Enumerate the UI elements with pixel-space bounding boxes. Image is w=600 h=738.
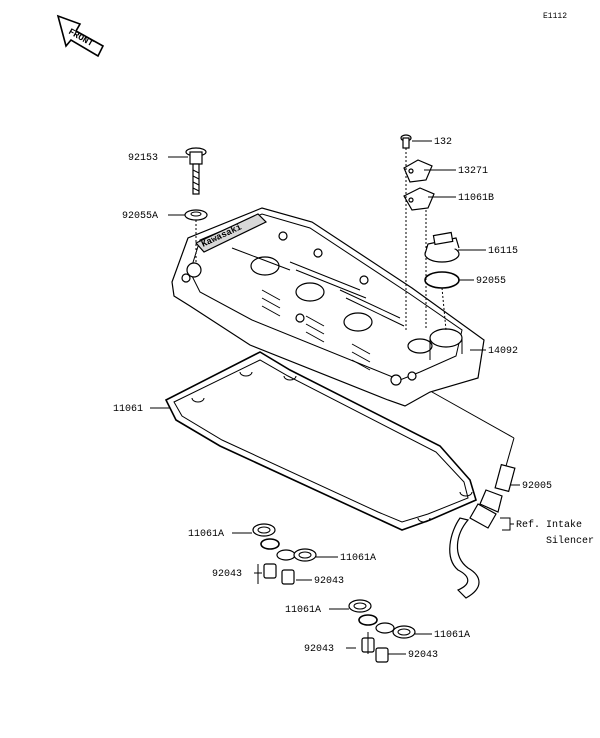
label-92043-1: 92043 xyxy=(212,569,242,580)
page-code: E1112 xyxy=(543,12,567,21)
bolt-92153 xyxy=(185,147,207,195)
label-92043-3: 92043 xyxy=(304,644,334,655)
oil-filler-cap-16115 xyxy=(424,231,460,263)
seal-set-upper xyxy=(252,523,317,585)
seal-set-lower xyxy=(348,599,416,663)
label-132: 132 xyxy=(434,137,452,148)
label-ref-silencer: Silencer xyxy=(546,535,594,547)
label-11061A-4: 11061A xyxy=(434,630,470,641)
gasket-11061B xyxy=(403,187,435,211)
label-92055A: 92055A xyxy=(122,211,158,222)
part-labels: 92153 92055A 132 13271 11061B 16115 9205… xyxy=(113,137,594,661)
label-11061: 11061 xyxy=(113,404,143,415)
cylinder-head-cover: Kawasaki xyxy=(171,207,485,407)
label-16115: 16115 xyxy=(488,246,518,257)
leader-lines xyxy=(150,140,520,655)
label-92005: 92005 xyxy=(522,481,552,492)
label-14092: 14092 xyxy=(488,346,518,357)
fitting-92005 xyxy=(494,463,516,493)
label-13271: 13271 xyxy=(458,166,488,177)
label-11061B: 11061B xyxy=(458,193,494,204)
o-ring-92055 xyxy=(424,271,460,289)
cover-gasket xyxy=(164,351,477,531)
grommet-92055A xyxy=(184,209,208,221)
plate-13271 xyxy=(403,159,433,183)
label-11061A-3: 11061A xyxy=(285,605,321,616)
label-92153: 92153 xyxy=(128,153,158,164)
bolt-132 xyxy=(400,134,412,149)
breather-hose xyxy=(431,391,516,599)
label-11061A-1: 11061A xyxy=(188,529,224,540)
label-92043-4: 92043 xyxy=(408,650,438,661)
label-92055: 92055 xyxy=(476,276,506,287)
label-ref-intake: Ref. Intake xyxy=(516,519,582,531)
front-arrow-icon: FRONT xyxy=(56,14,105,58)
label-11061A-2: 11061A xyxy=(340,553,376,564)
label-92043-2: 92043 xyxy=(314,576,344,587)
